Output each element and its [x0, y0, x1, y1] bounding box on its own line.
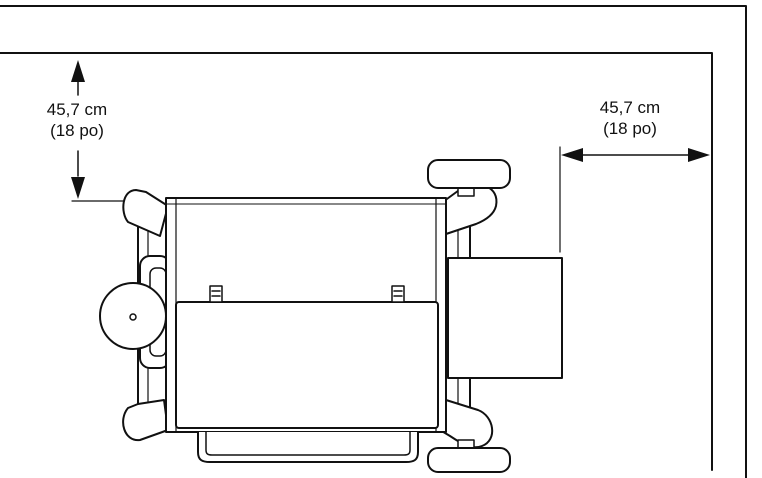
left-clearance-imperial: (18 po) — [50, 121, 104, 140]
handle-bottom-left — [122, 399, 169, 442]
right-dimension — [559, 146, 710, 253]
right-clearance-imperial: (18 po) — [603, 119, 657, 138]
handle-bottom-right — [439, 399, 493, 449]
arrow-down-icon — [71, 177, 85, 199]
lower-panel — [175, 301, 439, 429]
left-clearance-metric: 45,7 cm — [46, 100, 108, 119]
motor-box — [447, 257, 563, 379]
left-dimension — [71, 60, 161, 202]
arrow-left-icon — [561, 148, 583, 162]
inner-wall — [0, 52, 713, 471]
arrow-up-icon — [71, 60, 85, 82]
right-bottom-wheel — [427, 439, 511, 473]
bolt-right — [391, 285, 405, 303]
right-clearance-label: 45,7 cm (18 po) — [580, 97, 680, 139]
bolt-left — [209, 285, 223, 303]
machine-top-view — [99, 159, 563, 473]
left-clearance-label: 45,7 cm (18 po) — [27, 99, 127, 141]
right-clearance-metric: 45,7 cm — [599, 98, 661, 117]
outer-wall — [0, 5, 747, 478]
handle-top-left — [122, 189, 169, 237]
right-top-wheel — [427, 159, 511, 197]
arrow-right-icon — [688, 148, 710, 162]
